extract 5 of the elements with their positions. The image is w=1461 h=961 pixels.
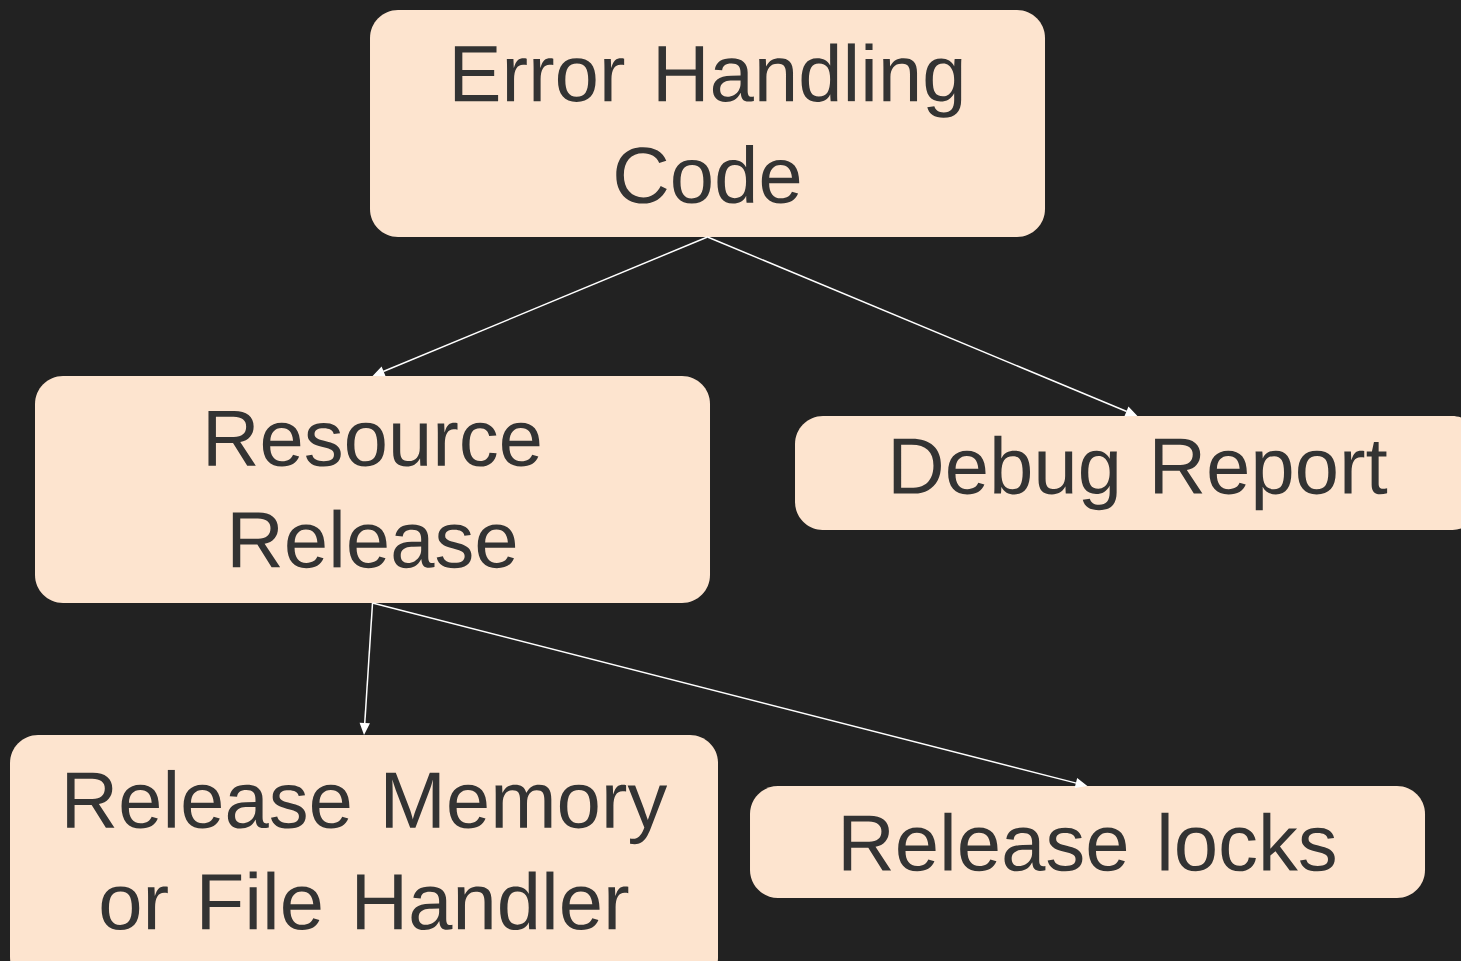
process-box: Resource Release xyxy=(35,376,710,603)
process-box: Release locks xyxy=(750,786,1425,898)
process-box: Error Handling Code xyxy=(370,10,1045,237)
process-box: Release Memory or File Handler xyxy=(10,735,718,961)
process-box: Debug Report xyxy=(795,416,1461,530)
